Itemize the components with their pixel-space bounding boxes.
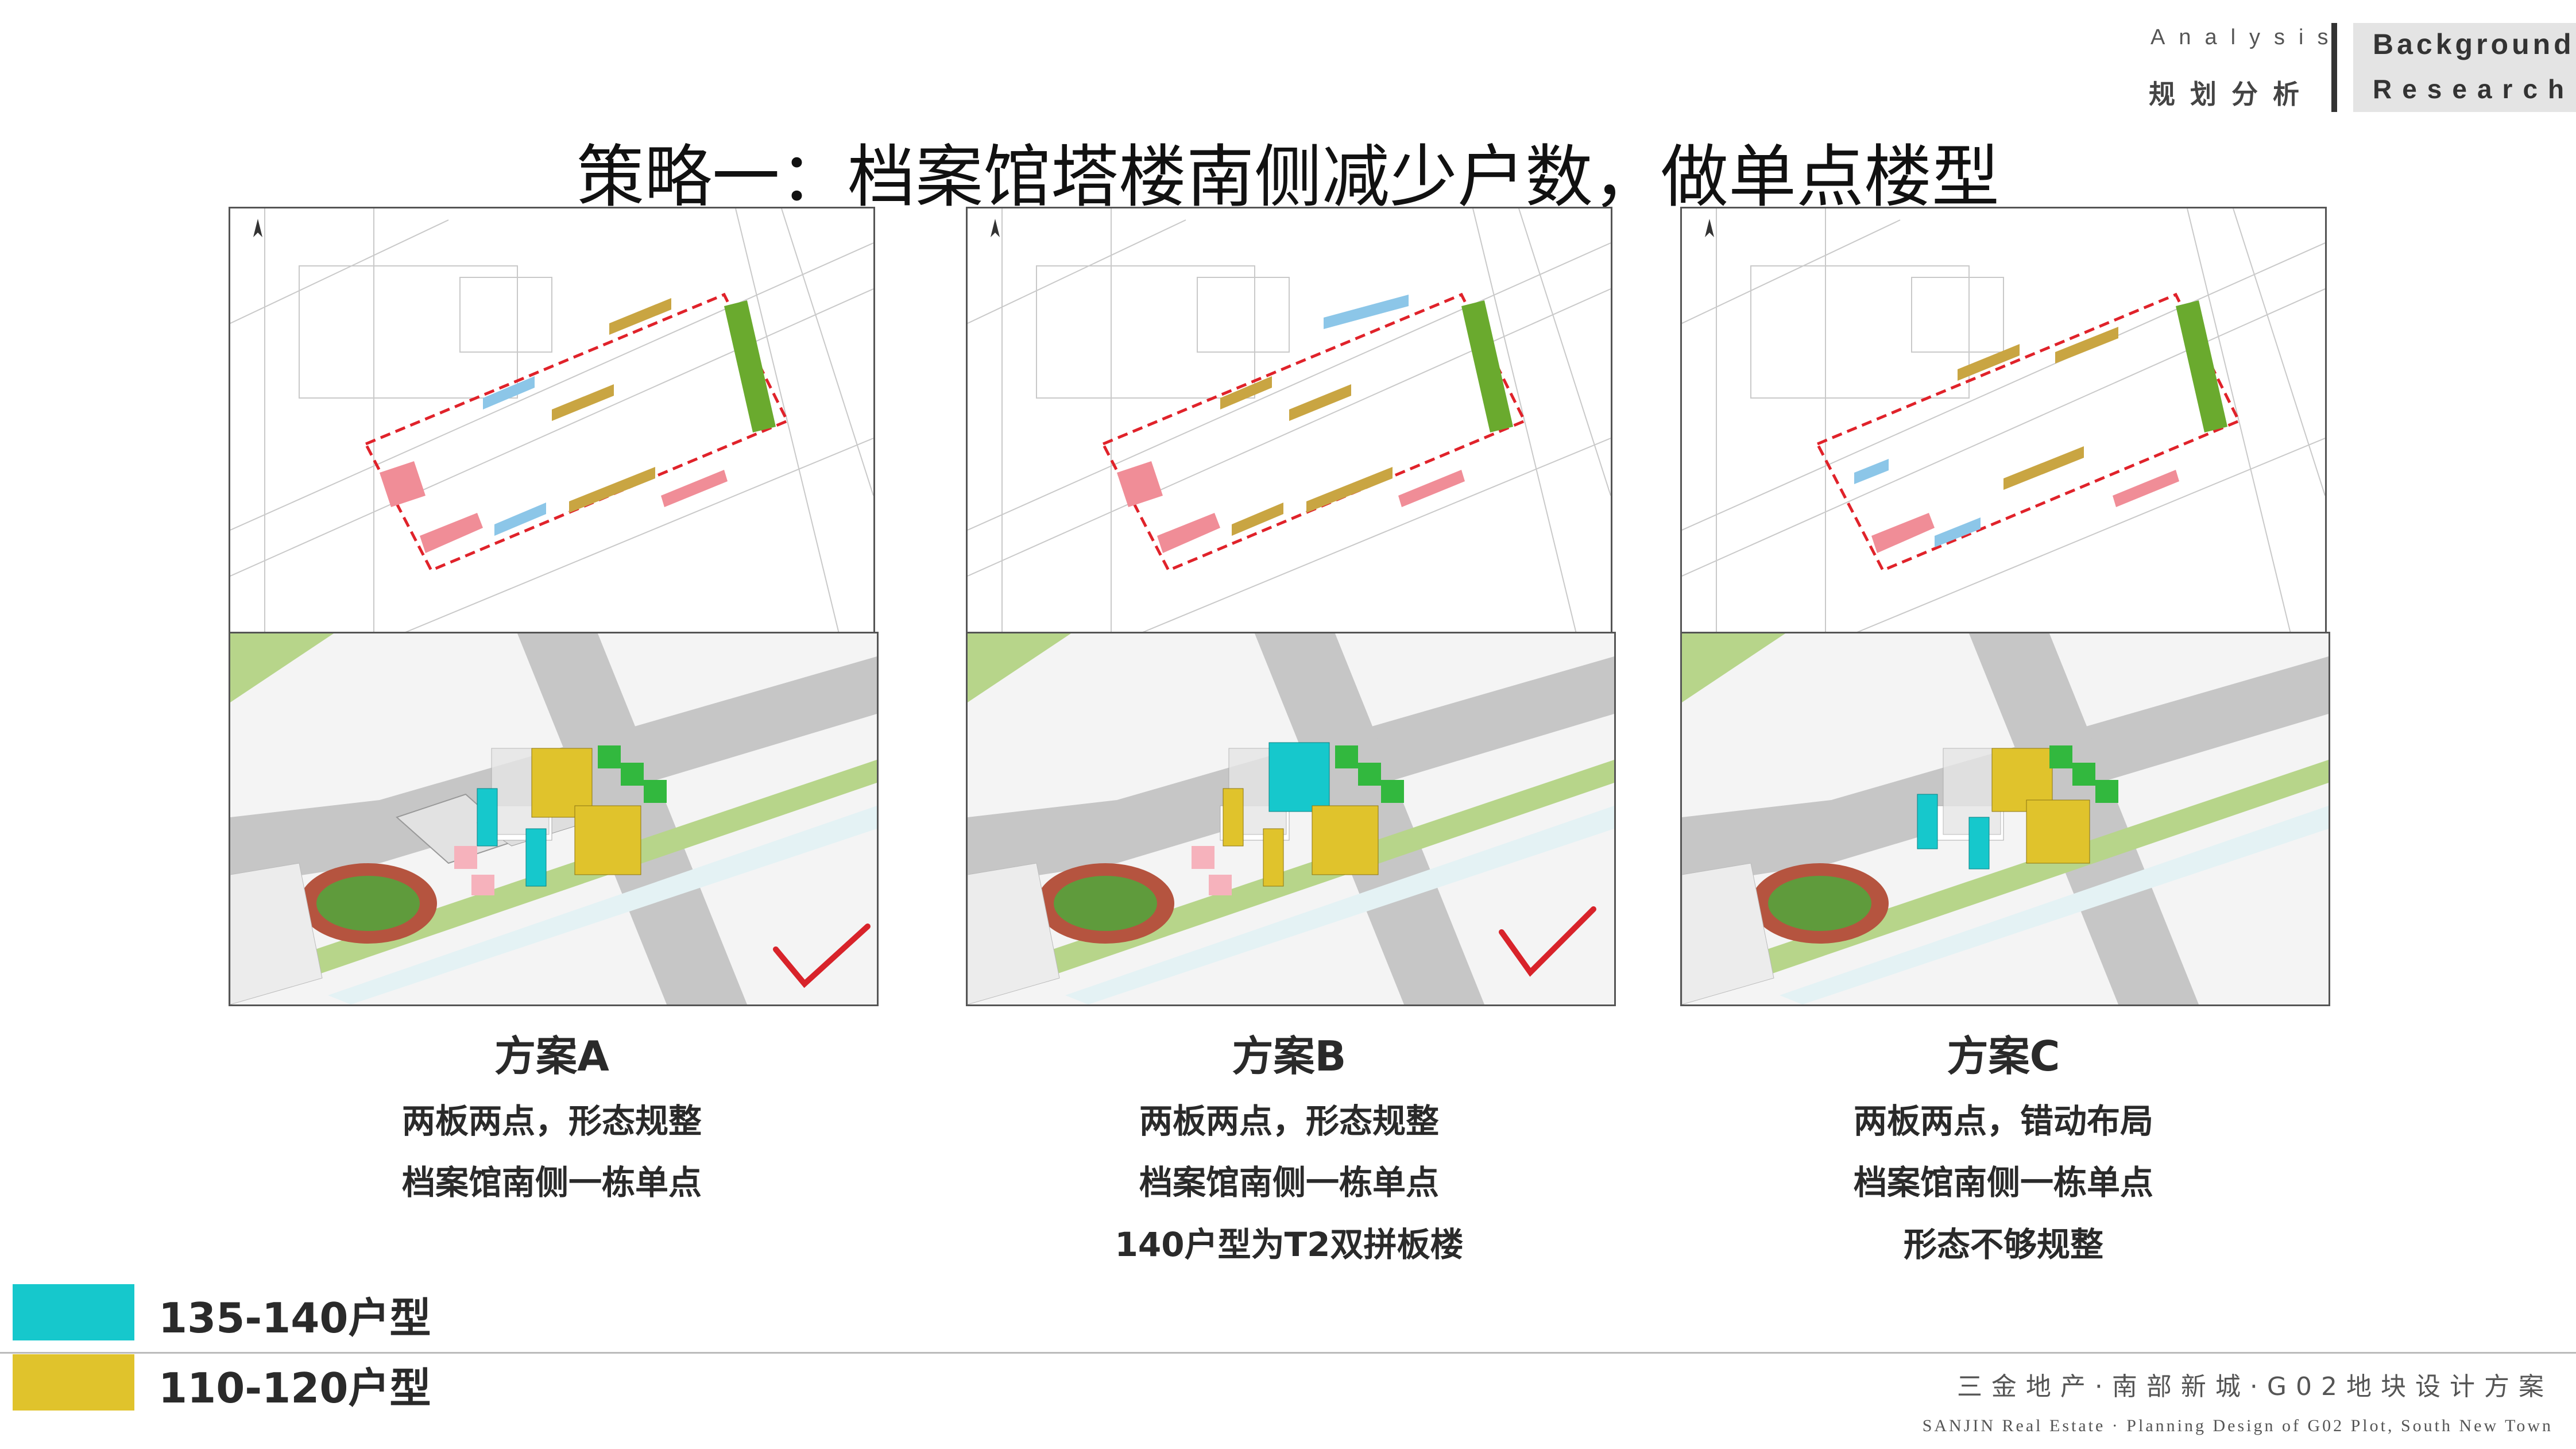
- legend-label-cyan: 135-140户型: [158, 1294, 431, 1342]
- scheme-c-line-1: 两板两点，错动布局: [1853, 1102, 2153, 1141]
- check-mark-icon: [1499, 906, 1596, 977]
- legend-swatch-cyan: [13, 1284, 134, 1340]
- scheme-b-line-3: 140户型为T2双拼板楼: [1115, 1225, 1464, 1264]
- page-title: 策略一：档案馆塔楼南侧减少户数，做单点楼型: [576, 137, 1999, 217]
- site-plan-a: [229, 207, 875, 635]
- aerial-view-a: [229, 632, 879, 1006]
- north-arrow-icon: [253, 219, 262, 237]
- footer-cn: 三金地产·南部新城·G02地块设计方案: [1956, 1372, 2553, 1401]
- legend-label-gold: 110-120户型: [158, 1364, 431, 1412]
- header-section-box: [2353, 23, 2576, 112]
- scheme-b-line-2: 档案馆南侧一栋单点: [1139, 1163, 1439, 1202]
- header-section-line2: Research: [2373, 74, 2575, 104]
- header-analysis-en: Analysis: [2150, 25, 2342, 49]
- aerial-view-b: [966, 632, 1616, 1006]
- scheme-a-line-2: 档案馆南侧一栋单点: [401, 1163, 702, 1202]
- scheme-a-title: 方案A: [494, 1032, 609, 1080]
- check-mark-icon: [773, 924, 871, 988]
- site-plan-b: [966, 207, 1612, 635]
- footer-en: SANJIN Real Estate · Planning Design of …: [1922, 1416, 2553, 1435]
- header-analysis-cn: 规划分析: [2149, 79, 2314, 110]
- legend-swatch-gold: [13, 1354, 134, 1411]
- header-divider: [2331, 23, 2337, 112]
- north-arrow-icon: [991, 219, 1000, 237]
- scheme-a-line-1: 两板两点，形态规整: [401, 1102, 702, 1141]
- scheme-c-line-3: 形态不够规整: [1903, 1225, 2103, 1264]
- north-arrow-icon: [1705, 219, 1714, 237]
- footer-rule: [0, 1352, 2576, 1354]
- aerial-view-c: [1680, 632, 2330, 1006]
- scheme-c-line-2: 档案馆南侧一栋单点: [1853, 1163, 2153, 1202]
- scheme-b-title: 方案B: [1232, 1032, 1347, 1080]
- site-plan-c: [1680, 207, 2327, 635]
- scheme-b-line-1: 两板两点，形态规整: [1139, 1102, 1439, 1141]
- scheme-c-title: 方案C: [1947, 1032, 2060, 1080]
- header-section-line1: Background: [2373, 28, 2575, 60]
